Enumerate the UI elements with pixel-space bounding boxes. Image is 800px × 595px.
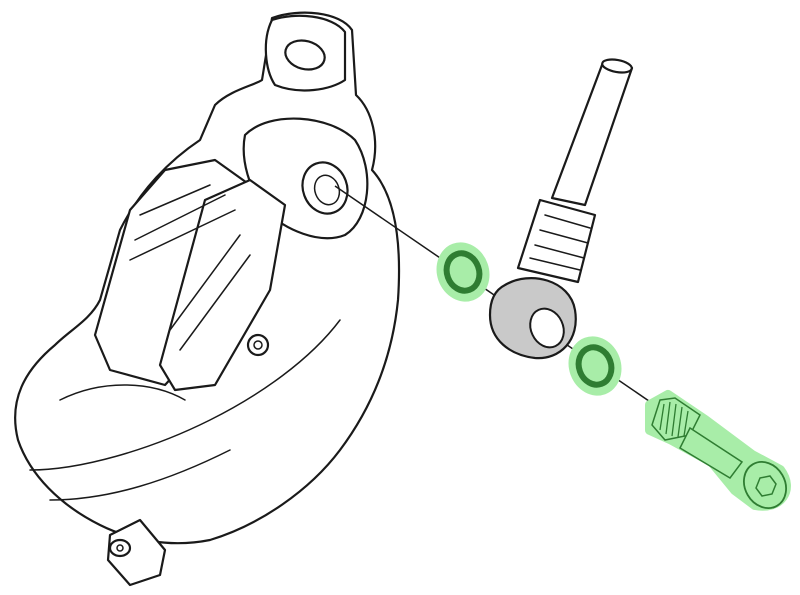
- banjo-fitting: [488, 277, 577, 360]
- washer-upper: [436, 242, 490, 302]
- washer-lower: [568, 336, 622, 396]
- banjo-bolt: [645, 390, 791, 511]
- brake-hose: [516, 58, 634, 284]
- brake-caliper: [14, 11, 401, 587]
